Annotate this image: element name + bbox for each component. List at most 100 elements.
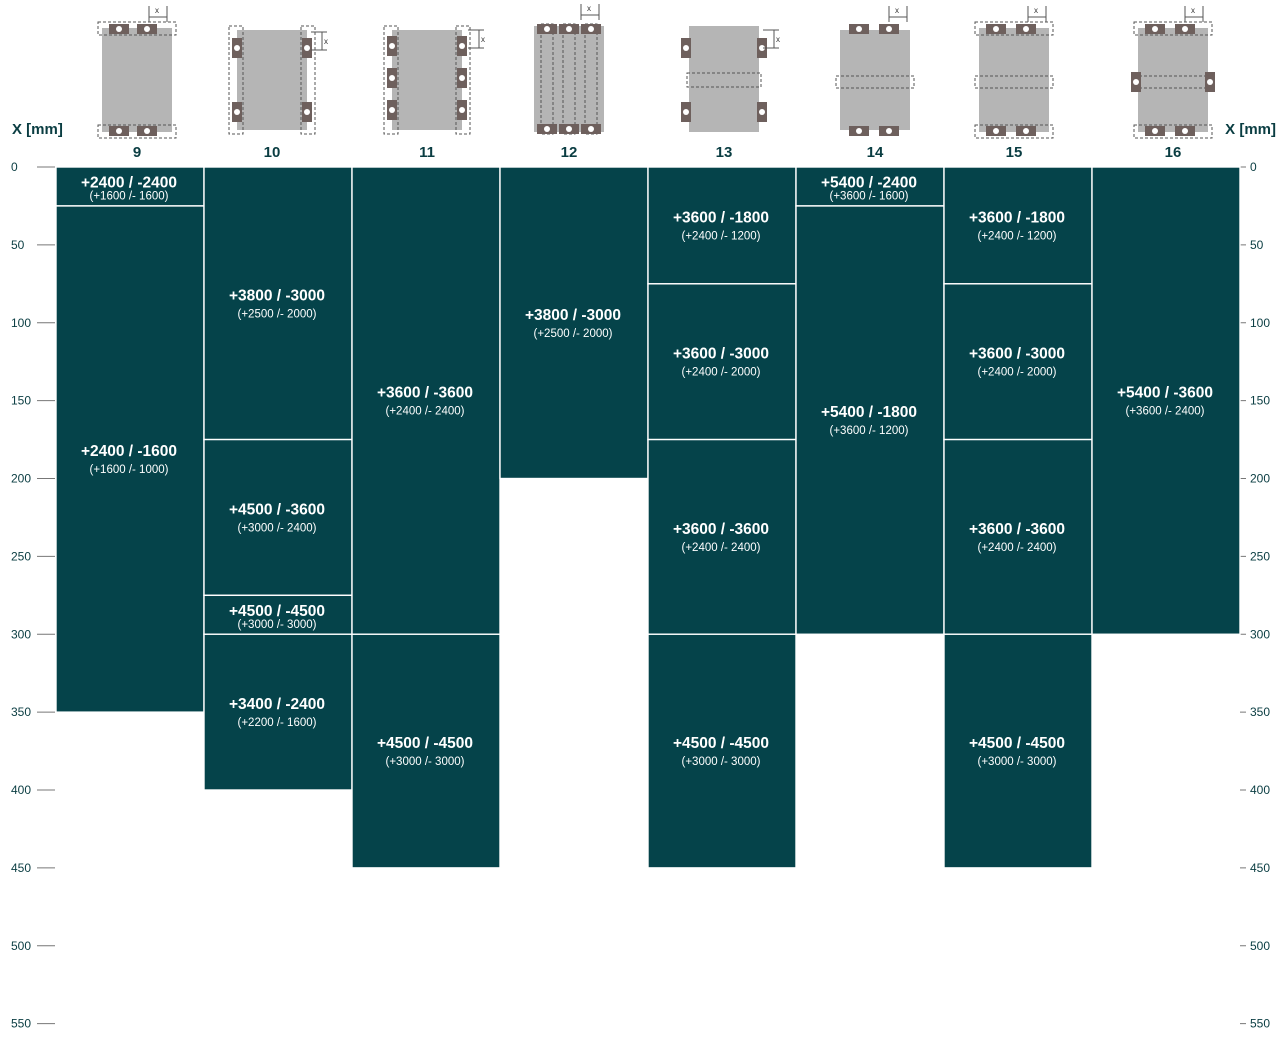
bar-segment-label: +3400 / -2400 bbox=[229, 696, 325, 713]
y-tick-label-left: 0 bbox=[11, 160, 18, 174]
y-tick-label-left: 400 bbox=[11, 783, 31, 797]
clamp-hole bbox=[886, 26, 892, 32]
clamp-hole bbox=[759, 109, 765, 115]
bar-segment-label: +3600 / -3600 bbox=[377, 385, 473, 402]
bar-segment-label: +2400 / -1600 bbox=[81, 443, 177, 460]
clamp-hole bbox=[144, 26, 150, 32]
bar-segment-sublabel: (+2400 /- 2400) bbox=[386, 406, 465, 418]
clamp-hole bbox=[993, 128, 999, 134]
bar-segment bbox=[499, 166, 649, 480]
y-tick-label-left: 150 bbox=[11, 394, 31, 408]
bar-segment-sublabel: (+3000 /- 2400) bbox=[238, 522, 317, 534]
bar-segment-sublabel: (+3000 /- 3000) bbox=[386, 756, 465, 768]
bar-segment-sublabel: (+3000 /- 3000) bbox=[682, 756, 761, 768]
clamp-hole bbox=[544, 26, 550, 32]
y-tick-label-right: 100 bbox=[1250, 316, 1270, 330]
clamp-hole bbox=[588, 126, 594, 132]
y-tick-label-left: 300 bbox=[11, 627, 31, 641]
dimension-x-label: x bbox=[1191, 6, 1195, 15]
y-tick-label-right: 50 bbox=[1250, 238, 1264, 252]
clamp-hole bbox=[856, 26, 862, 32]
dimension-x-label: x bbox=[324, 37, 328, 46]
plate-clamp-config-15-icon: x15 bbox=[974, 6, 1054, 161]
bar-segment bbox=[351, 166, 501, 635]
column-number-label: 11 bbox=[419, 144, 435, 161]
bar-segment-label: +3600 / -1800 bbox=[673, 209, 769, 226]
bar-segment-sublabel: (+2400 /- 1200) bbox=[978, 230, 1057, 242]
clamp-hole bbox=[856, 128, 862, 134]
plate-shape bbox=[689, 26, 759, 132]
column-number-label: 9 bbox=[133, 144, 141, 161]
dashed-outline bbox=[97, 21, 177, 36]
clamp-hole bbox=[993, 26, 999, 32]
clamp-hole bbox=[234, 109, 240, 115]
clamp-hole bbox=[459, 107, 465, 113]
y-tick-label-right: 250 bbox=[1250, 549, 1270, 563]
y-axis-title-left: X [mm] bbox=[12, 121, 63, 138]
y-tick-label-left: 450 bbox=[11, 861, 31, 875]
clamp-hole bbox=[459, 75, 465, 81]
configuration-icons: x 9 x 10 x11 x12 x 13 x14 x15 x 16 bbox=[97, 4, 1215, 161]
bar-segment-sublabel: (+2400 /- 2000) bbox=[682, 367, 761, 379]
y-tick-label-right: 300 bbox=[1250, 627, 1270, 641]
clamp-hole bbox=[144, 128, 150, 134]
bar-segment-label: +4500 / -4500 bbox=[673, 735, 769, 752]
bar-segment-sublabel: (+2400 /- 2000) bbox=[978, 367, 1057, 379]
bar-segment bbox=[943, 633, 1093, 869]
y-tick-label-right: 350 bbox=[1250, 705, 1270, 719]
bar-segment bbox=[351, 633, 501, 869]
bar-segment bbox=[647, 283, 797, 441]
bar-segment-sublabel: (+1600 /- 1600) bbox=[90, 190, 169, 202]
bar-segment-label: +2400 / -2400 bbox=[81, 174, 177, 191]
y-tick-label-left: 100 bbox=[11, 316, 31, 330]
y-tick-label-left: 50 bbox=[11, 238, 25, 252]
bar-segment-label: +3800 / -3000 bbox=[229, 287, 325, 304]
clamp-hole bbox=[1207, 79, 1213, 85]
dashed-outline bbox=[974, 21, 1054, 36]
clamp-hole bbox=[116, 128, 122, 134]
clamp-hole bbox=[389, 43, 395, 49]
column-number-label: 15 bbox=[1006, 144, 1023, 161]
bar-segment-sublabel: (+3600 /- 1600) bbox=[830, 190, 909, 202]
dashed-outline bbox=[455, 25, 471, 135]
plate-clamp-config-10-icon: x 10 bbox=[228, 25, 328, 161]
plate-clamp-config-11-icon: x11 bbox=[383, 25, 485, 161]
plate-clamp-config-14-icon: x14 bbox=[835, 6, 915, 161]
bar-segment bbox=[647, 438, 797, 635]
y-tick-label-right: 550 bbox=[1250, 1017, 1270, 1031]
bar-segment-sublabel: (+2500 /- 2000) bbox=[238, 308, 317, 320]
bar-segment bbox=[203, 633, 353, 791]
y-tick-label-left: 550 bbox=[11, 1017, 31, 1031]
y-tick-label-left: 350 bbox=[11, 705, 31, 719]
bar-segment-label: +3600 / -1800 bbox=[969, 209, 1065, 226]
clamp-hole bbox=[1152, 26, 1158, 32]
bar-segment bbox=[943, 283, 1093, 441]
plate-clamp-config-12-icon: x12 bbox=[534, 4, 604, 161]
bar-segment-label: +4500 / -4500 bbox=[229, 603, 325, 620]
y-tick-label-right: 150 bbox=[1250, 394, 1270, 408]
column-number-label: 10 bbox=[264, 144, 281, 161]
bar-segment bbox=[1091, 166, 1241, 635]
clamp-hole bbox=[459, 43, 465, 49]
dashed-outline bbox=[1133, 21, 1213, 36]
y-tick-label-right: 200 bbox=[1250, 472, 1270, 486]
clamp-hole bbox=[566, 26, 572, 32]
dashed-outline bbox=[686, 72, 762, 88]
y-tick-label-left: 250 bbox=[11, 549, 31, 563]
column-number-label: 14 bbox=[867, 144, 884, 161]
bar-segment bbox=[943, 166, 1093, 285]
dimension-x-label: x bbox=[776, 35, 780, 44]
clamp-hole bbox=[1023, 128, 1029, 134]
dimension-x-label: x bbox=[155, 6, 159, 15]
plate-shape bbox=[840, 30, 910, 130]
column-number-label: 13 bbox=[716, 144, 733, 161]
y-tick-label-left: 200 bbox=[11, 472, 31, 486]
y-tick-label-left: 500 bbox=[11, 939, 31, 953]
clamp-hole bbox=[1152, 128, 1158, 134]
bar-segment-label: +3800 / -3000 bbox=[525, 307, 621, 324]
bar-segment-label: +5400 / -2400 bbox=[821, 174, 917, 191]
clamp-hole bbox=[1023, 26, 1029, 32]
y-axis-title-right: X [mm] bbox=[1225, 121, 1276, 138]
column-number-label: 16 bbox=[1165, 144, 1182, 161]
